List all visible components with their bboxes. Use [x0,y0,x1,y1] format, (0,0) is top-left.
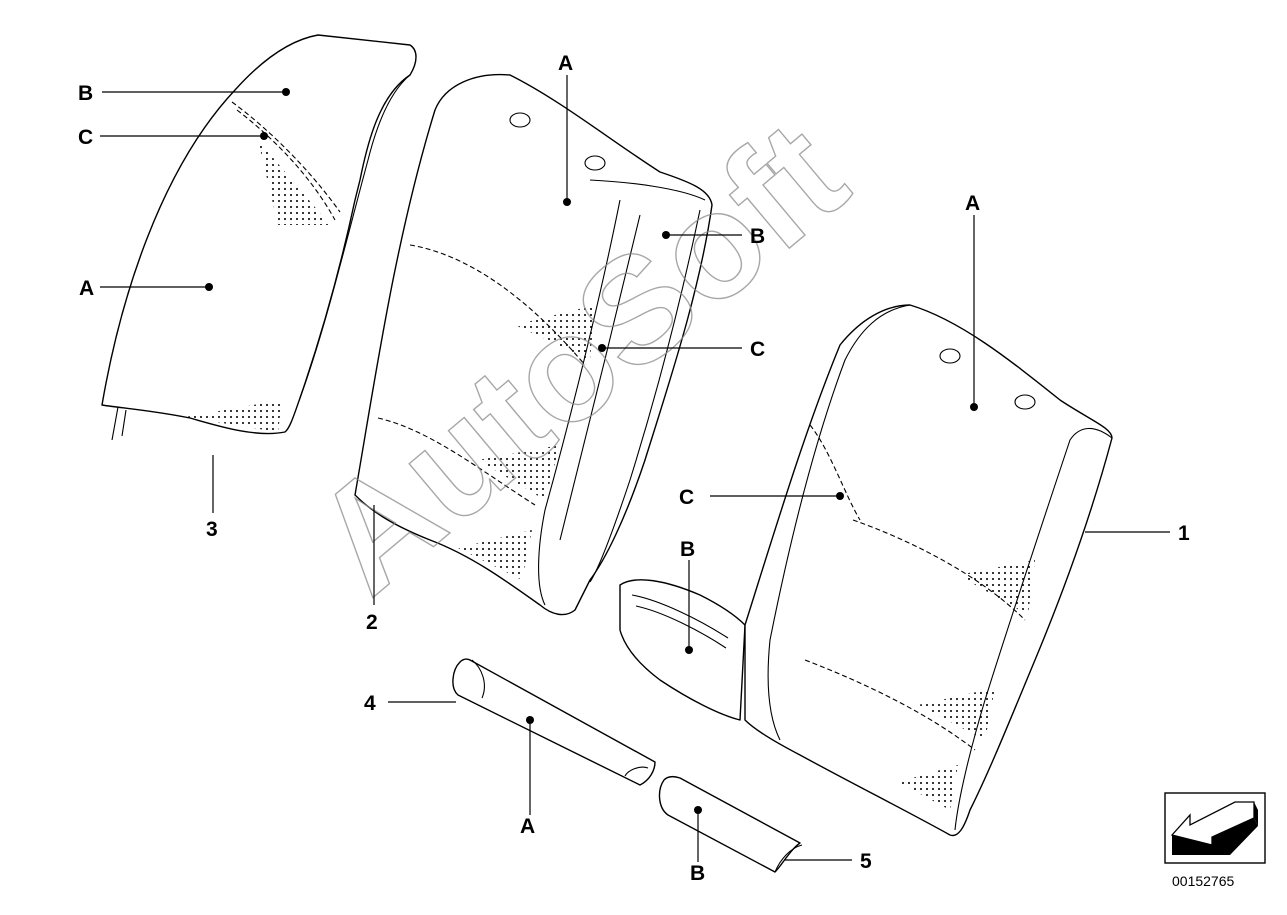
zone-label-b: B [680,538,695,561]
zone-label-a: A [558,52,573,75]
zone-label-b: B [750,225,765,248]
perforation-pattern [478,445,560,500]
part-number-3: 3 [206,518,218,541]
part-number-2: 2 [366,611,378,634]
zone-label-b: B [690,862,705,885]
direction-arrow-icon [1164,792,1266,864]
part-2-backrest-cover [354,73,713,616]
zone-label-a: A [965,192,980,215]
zone-label-b: B [78,82,93,105]
part-3-side-bolster-cover [101,34,417,441]
part-5-cover-tube [658,775,803,873]
part-1-backrest-cover-with-bolster [619,304,1113,837]
part-4-labels: 4 A [364,692,535,838]
part-number-5: 5 [860,850,872,873]
reference-number: 00152765 [1172,873,1235,889]
zone-label-a: A [520,815,535,838]
part-1-labels: A C B 1 [679,192,1190,561]
part-5-labels: B 5 [690,850,872,885]
perforation-pattern [958,560,1035,615]
zone-label-a: A [79,277,94,300]
perforation-pattern [458,530,532,580]
zone-label-c: C [78,126,93,149]
zone-label-c: C [750,338,765,361]
perforation-pattern [918,688,995,740]
perforation-pattern [258,140,330,225]
perforation-pattern [515,305,595,360]
zone-label-c: C [679,486,694,509]
perforation-pattern [898,765,958,810]
callout-leaders [100,75,1170,862]
part-4-cover-tube [452,658,656,786]
part-2-labels: A B C 2 [366,52,765,634]
perforation-pattern [185,400,282,432]
part-number-1: 1 [1178,522,1190,545]
part-3-labels: B C A 3 [78,82,218,541]
part-number-4: 4 [364,692,376,715]
